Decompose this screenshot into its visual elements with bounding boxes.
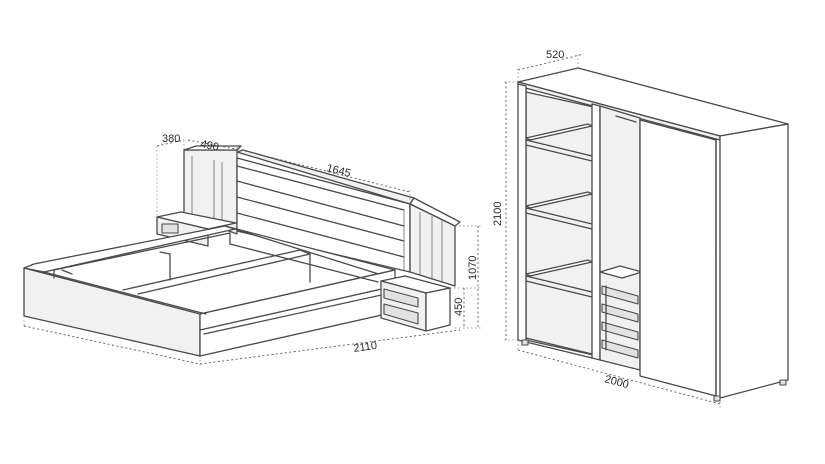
bed-left-column [183,145,242,235]
wardrobe-foot [779,379,787,386]
wardrobe-width-label: 2000 [603,373,630,391]
wardrobe-side-panel [719,123,789,399]
wardrobe-hanging-compartment [639,119,717,397]
wardrobe-depth-label: 520 [546,49,564,61]
wardrobe-height-label: 2100 [492,202,504,226]
bed-dimensions: 380 490 1645 1070 450 2110 [23,133,482,366]
wardrobe-middle-divider [591,103,601,361]
bed-right-column [409,197,461,287]
bed-total-width-label: 2110 [353,340,378,355]
bed-nightstand-height-label: 450 [453,298,465,316]
bed-left-nightstand [156,211,237,247]
bed-frame [23,225,396,357]
wardrobe-shelves [525,123,593,359]
wardrobe-drawing: 520 2100 2000 [492,49,789,408]
bed-drawing: 380 490 1645 1070 450 2110 [23,133,482,366]
wardrobe-foot [713,395,721,402]
wardrobe-left-panel [517,83,527,343]
bed-depth-label: 380 [162,133,180,145]
bed-headboard-width-label: 1645 [325,162,352,180]
bed-height-label: 1070 [467,256,479,280]
wardrobe-foot [521,339,529,346]
wardrobe-rod-center [615,115,637,123]
bed-shelf-width-label: 490 [199,138,219,154]
bed-right-nightstand [380,275,451,332]
wardrobe-drawer-unit [599,105,643,371]
